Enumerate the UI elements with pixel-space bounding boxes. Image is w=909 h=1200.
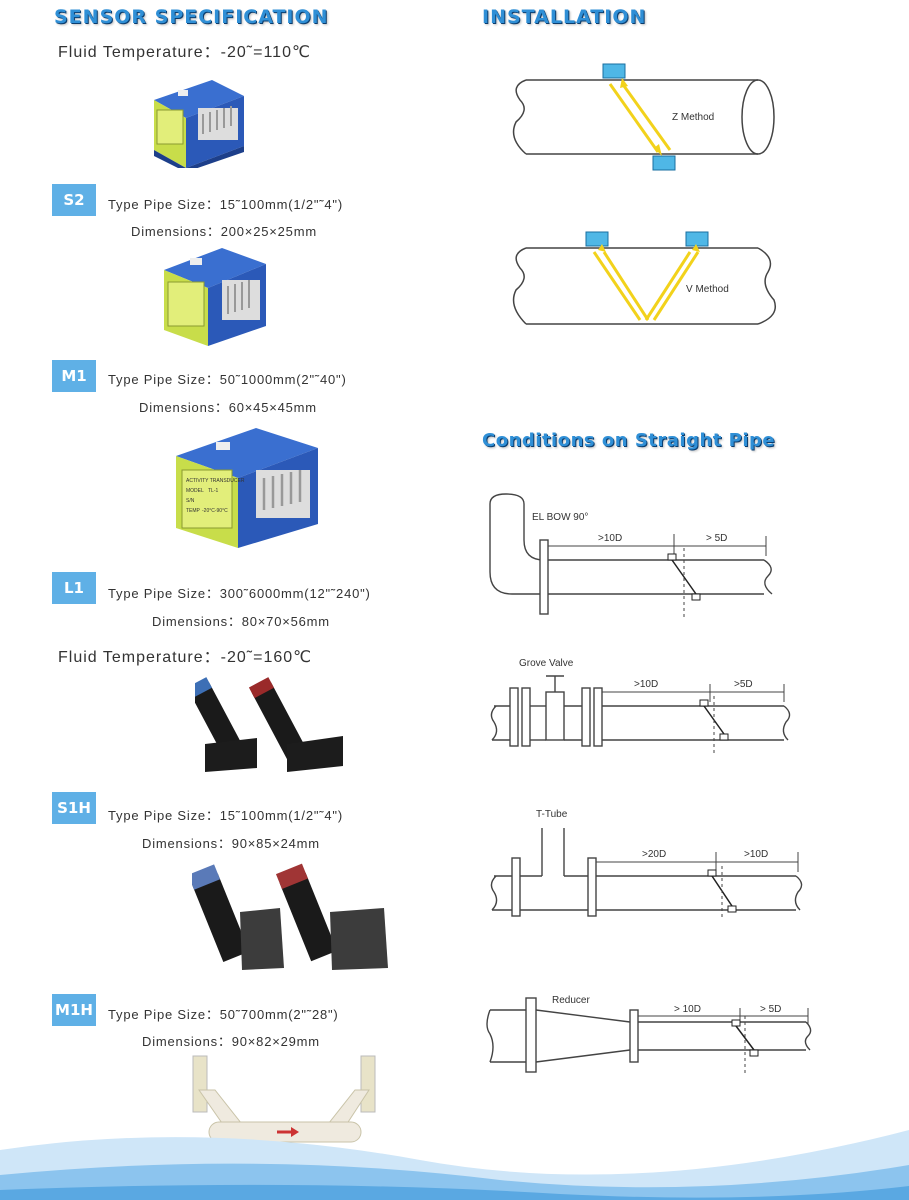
reducer-downstream: > 5D bbox=[760, 1004, 781, 1015]
grove-valve-diagram: Grove Valve >10D >5D bbox=[490, 658, 791, 754]
l1-label-line2: MODEL bbox=[186, 488, 204, 494]
sensor-spec-title: SENSOR SPECIFICATION bbox=[54, 6, 329, 28]
sensor-badge-m1h: M1H bbox=[52, 994, 96, 1026]
elbow-upstream: >10D bbox=[598, 533, 622, 544]
l1-label-line4: S/N bbox=[186, 498, 195, 504]
l1-label-line6: -20°C-90°C bbox=[202, 508, 228, 514]
elbow-diagram: EL BOW 90° >10D > 5D bbox=[489, 493, 773, 618]
m1h-pipe-size: Type Pipe Size：50˜700mm(2"˜28") bbox=[108, 1007, 339, 1022]
l1-pipe-size: Type Pipe Size：300˜6000mm(12"˜240") bbox=[108, 586, 371, 601]
v-method-label: V Method bbox=[686, 284, 729, 295]
z-method-diagram: Z Method bbox=[512, 63, 775, 171]
s2-sensor-image bbox=[154, 80, 244, 168]
l1-label-line5: TEMP bbox=[186, 508, 201, 514]
ttube-downstream: >10D bbox=[744, 849, 768, 860]
reducer-diagram: Reducer > 10D > 5D bbox=[486, 995, 812, 1074]
sensor-badge-l1: L1 bbox=[52, 572, 96, 604]
elbow-label: EL BOW 90° bbox=[532, 512, 588, 523]
m1-dimensions: Dimensions：60×45×45mm bbox=[139, 400, 317, 415]
z-method-label: Z Method bbox=[672, 112, 714, 123]
bottom-wave-decoration bbox=[0, 1130, 909, 1200]
s1h-dimensions: Dimensions：90×85×24mm bbox=[142, 836, 320, 851]
t-tube-diagram: T-Tube >20D >10D bbox=[490, 809, 803, 920]
installation-title: INSTALLATION bbox=[482, 6, 647, 28]
ttube-upstream: >20D bbox=[642, 849, 666, 860]
sensor-badge-s1h: S1H bbox=[52, 792, 96, 824]
ttube-label: T-Tube bbox=[536, 809, 568, 820]
l1-label-line1: ACTIVITY TRANSDUCER bbox=[186, 478, 245, 484]
conditions-title: Conditions on Straight Pipe bbox=[482, 430, 776, 451]
valve-upstream: >10D bbox=[634, 679, 658, 690]
valve-downstream: >5D bbox=[734, 679, 753, 690]
s2-pipe-size: Type Pipe Size：15˜100mm(1/2"˜4") bbox=[108, 197, 343, 212]
s1h-sensor-image bbox=[195, 677, 343, 772]
s1h-pipe-size: Type Pipe Size：15˜100mm(1/2"˜4") bbox=[108, 808, 343, 823]
m1-pipe-size: Type Pipe Size：50˜1000mm(2"˜40") bbox=[108, 372, 347, 387]
l1-label-line3: TL-1 bbox=[208, 488, 219, 494]
l1-sensor-image: ACTIVITY TRANSDUCER MODEL TL-1 S/N TEMP … bbox=[176, 428, 318, 548]
s2-dimensions: Dimensions：200×25×25mm bbox=[131, 224, 317, 239]
sensor-badge-m1: M1 bbox=[52, 360, 96, 392]
m1h-dimensions: Dimensions：90×82×29mm bbox=[142, 1034, 320, 1049]
fluid-temp-2: Fluid Temperature：-20˜=160℃ bbox=[58, 649, 313, 666]
elbow-downstream: > 5D bbox=[706, 533, 727, 544]
m1-sensor-image bbox=[164, 248, 266, 346]
fluid-temp-1: Fluid Temperature：-20˜=110℃ bbox=[58, 44, 311, 61]
m1h-sensor-image bbox=[192, 863, 388, 970]
reducer-label: Reducer bbox=[552, 995, 590, 1006]
sensor-badge-s2: S2 bbox=[52, 184, 96, 216]
valve-label: Grove Valve bbox=[519, 658, 574, 669]
l1-dimensions: Dimensions：80×70×56mm bbox=[152, 614, 330, 629]
reducer-upstream: > 10D bbox=[674, 1004, 701, 1015]
v-method-diagram: V Method bbox=[512, 231, 776, 325]
